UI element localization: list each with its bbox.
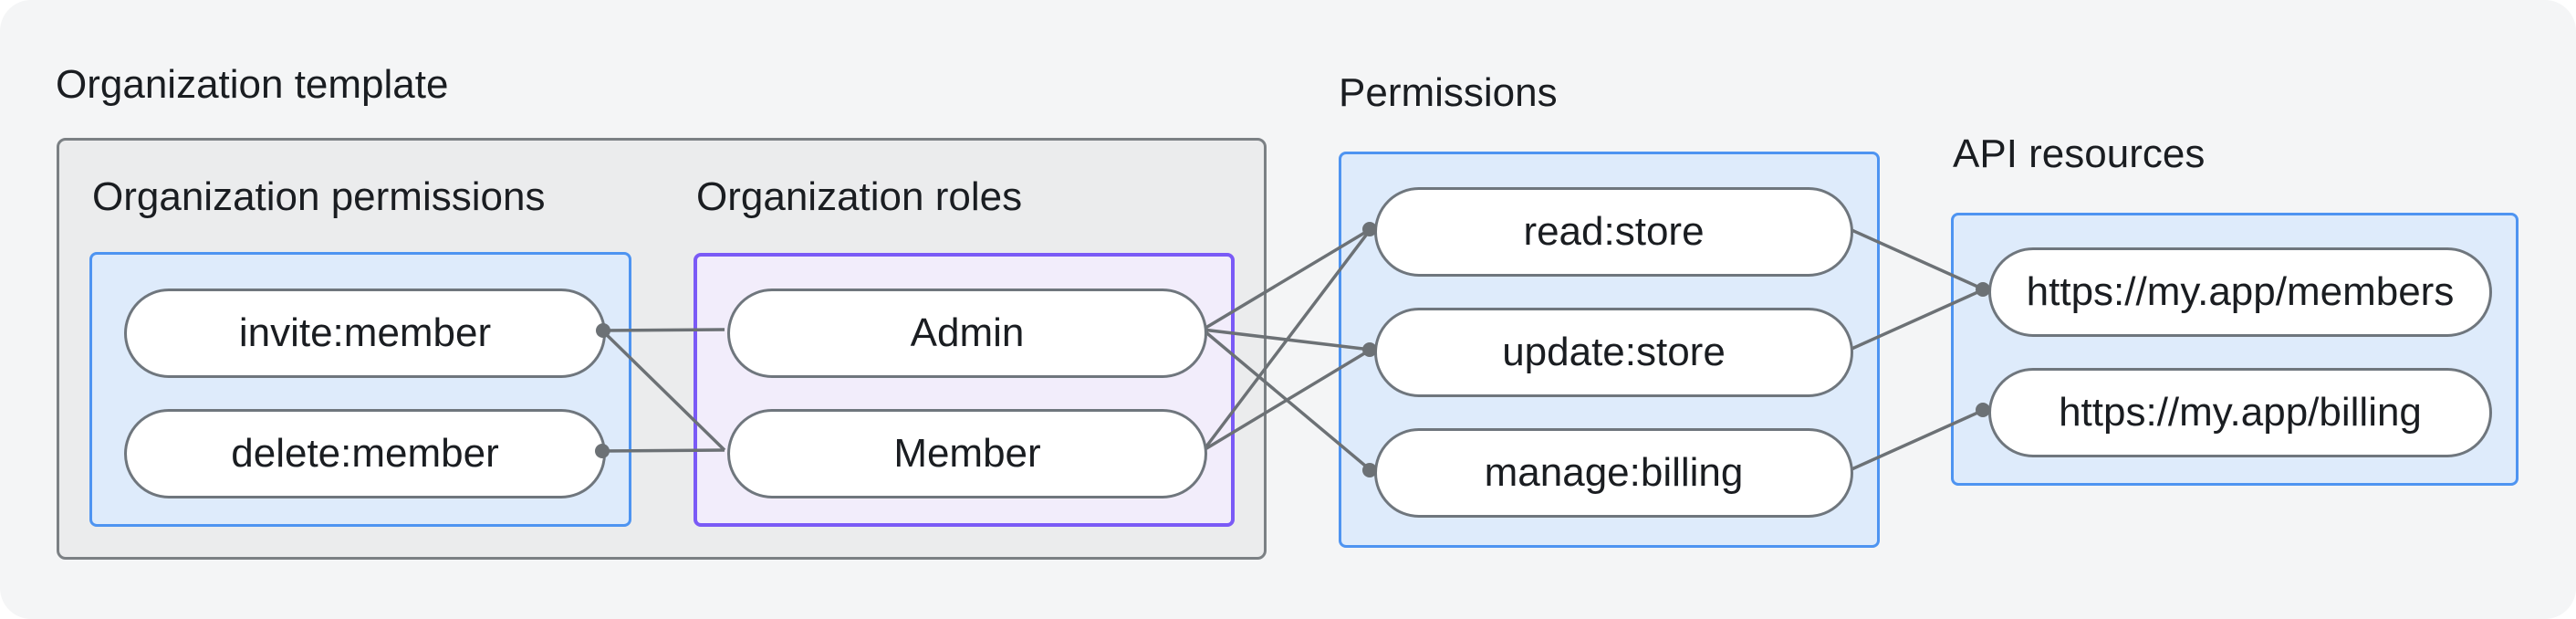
node-api-members-url: https://my.app/members [1988, 247, 2492, 337]
node-member: Member [727, 409, 1207, 498]
org-roles-box: Admin Member [694, 253, 1235, 527]
org-permissions-label: Organization permissions [92, 174, 546, 219]
org-template-label: Organization template [56, 62, 449, 107]
api-resources-box: https://my.app/members https://my.app/bi… [1951, 213, 2519, 486]
permissions-box: read:store update:store manage:billing [1339, 152, 1880, 548]
node-update-store: update:store [1374, 308, 1853, 397]
permissions-label: Permissions [1339, 70, 1558, 115]
node-delete-member: delete:member [124, 409, 606, 498]
org-roles-label: Organization roles [696, 174, 1023, 219]
node-invite-member: invite:member [124, 289, 606, 378]
node-manage-billing: manage:billing [1374, 428, 1853, 518]
org-permissions-box: invite:member delete:member [89, 252, 631, 527]
api-resources-label: API resources [1953, 131, 2206, 176]
node-read-store: read:store [1374, 187, 1853, 277]
node-admin: Admin [727, 289, 1207, 378]
node-api-billing-url: https://my.app/billing [1988, 368, 2492, 457]
